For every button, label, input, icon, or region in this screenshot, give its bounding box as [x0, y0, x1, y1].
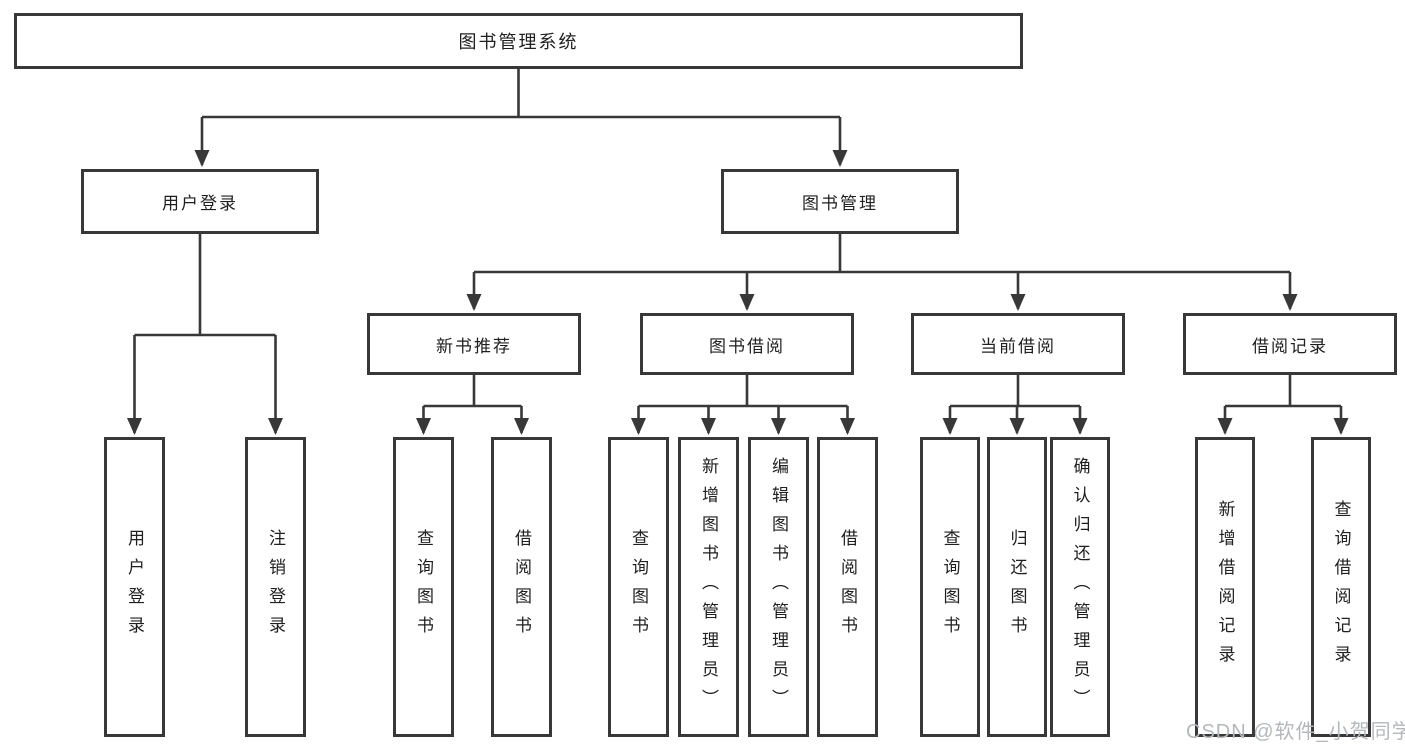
leaf-recommend-borrow-book: 借阅图书 — [491, 437, 552, 737]
node-new-book-recommend: 新书推荐 — [367, 313, 581, 375]
node-label: 图书管理 — [802, 194, 878, 213]
node-label: 查询图书 — [940, 529, 960, 645]
node-label: 确认归还（管理员） — [1070, 456, 1090, 718]
node-label: 编辑图书（管理员） — [769, 456, 788, 718]
leaf-current-return-book: 归还图书 — [987, 437, 1047, 737]
csdn-watermark: CSDN @软件_小贺同学 — [1186, 721, 1405, 743]
node-label: 归还图书 — [1007, 529, 1027, 645]
node-book-borrow: 图书借阅 — [640, 313, 854, 375]
leaf-current-confirm-return-admin: 确认归还（管理员） — [1050, 437, 1110, 737]
node-label: 当前借阅 — [980, 336, 1056, 356]
leaf-recommend-query-book: 查询图书 — [393, 437, 454, 737]
node-label: 图书管理系统 — [458, 32, 579, 52]
node-library-management-system: 图书管理系统 — [14, 13, 1023, 69]
node-borrow-records: 借阅记录 — [1183, 313, 1397, 375]
leaf-borrow-query-book: 查询图书 — [608, 437, 669, 737]
node-label: 查询图书 — [629, 529, 648, 645]
node-label: 借阅图书 — [838, 529, 857, 645]
leaf-borrow-borrow-book: 借阅图书 — [817, 437, 878, 737]
leaf-borrow-edit-book-admin: 编辑图书（管理员） — [748, 437, 809, 737]
leaf-current-query-book: 查询图书 — [920, 437, 980, 737]
node-current-borrow: 当前借阅 — [911, 313, 1125, 375]
leaf-records-add-record: 新增借阅记录 — [1195, 437, 1255, 737]
node-label: 借阅图书 — [512, 529, 531, 645]
node-user-login: 用户登录 — [81, 169, 319, 234]
leaf-borrow-add-book-admin: 新增图书（管理员） — [678, 437, 739, 737]
node-label: 新书推荐 — [436, 336, 512, 356]
node-label: 新增借阅记录 — [1215, 500, 1235, 674]
node-label: 注销登录 — [266, 529, 285, 645]
node-label: 图书借阅 — [709, 336, 785, 356]
leaf-records-query-record: 查询借阅记录 — [1311, 437, 1371, 737]
node-book-management: 图书管理 — [721, 169, 959, 234]
node-label: 新增图书（管理员） — [699, 456, 718, 718]
node-label: 用户登录 — [162, 194, 238, 213]
node-label: 查询图书 — [414, 529, 433, 645]
leaf-logout: 注销登录 — [245, 437, 306, 737]
node-label: 查询借阅记录 — [1331, 500, 1351, 674]
leaf-user-login: 用户登录 — [104, 437, 165, 737]
node-label: 用户登录 — [125, 529, 144, 645]
node-label: 借阅记录 — [1252, 336, 1328, 356]
